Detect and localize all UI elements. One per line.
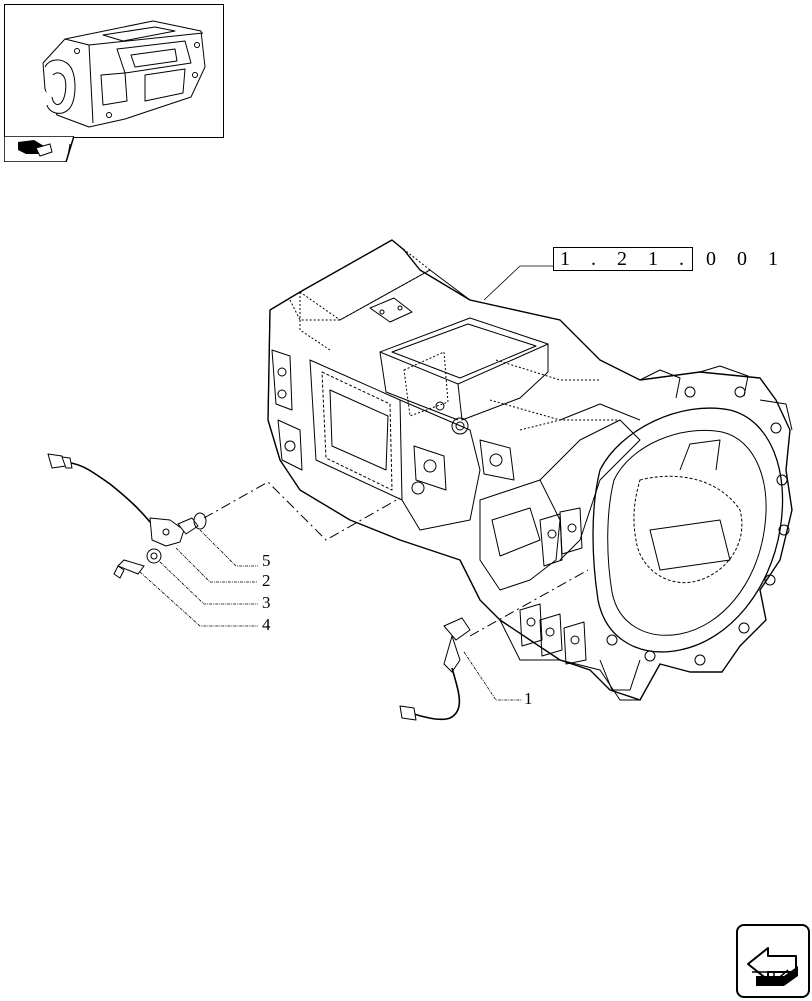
reference-number[interactable]: 1 . 2 1 . 0 0 1 (553, 247, 786, 271)
reference-number-boxed: 1 . 2 1 . (553, 247, 693, 271)
callout-5: 5 (262, 551, 271, 570)
o-ring (193, 512, 207, 530)
speed-sensor-left (47, 453, 199, 547)
transmission-housing (267, 239, 793, 701)
callout-2: 2 (262, 571, 271, 590)
washer (146, 548, 162, 564)
callout-3: 3 (262, 593, 271, 612)
overview-thumbnail (4, 4, 224, 138)
thumbnail-tab (3, 135, 76, 163)
leader-lines (139, 265, 553, 701)
callout-4: 4 (262, 615, 271, 634)
next-page-button[interactable] (736, 924, 810, 998)
callout-1: 1 (524, 689, 533, 708)
speed-sensor-right (399, 617, 471, 721)
reference-number-suffix: 0 0 1 (693, 248, 786, 270)
transmission-housing-thumbnail-icon (42, 20, 206, 128)
alignment-lines (203, 481, 589, 637)
next-page-arrow-icon (747, 947, 798, 986)
book-icon (18, 140, 53, 157)
bolt (113, 559, 145, 579)
